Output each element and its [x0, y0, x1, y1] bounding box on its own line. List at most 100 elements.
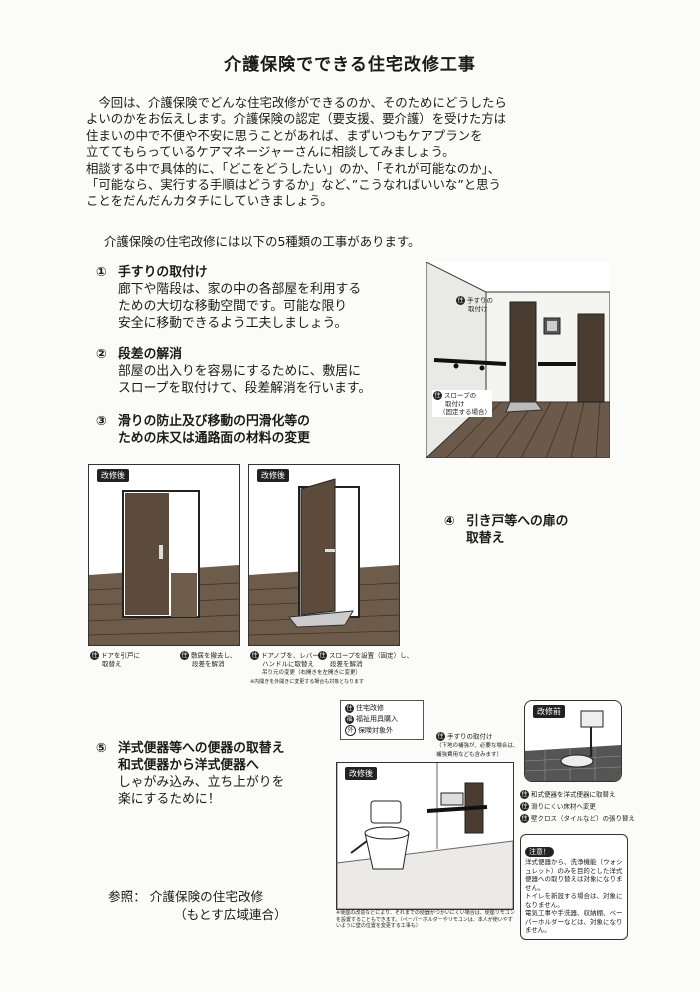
reference-source: 介護保険の住宅改修: [149, 889, 264, 904]
excluded-mark-icon: 外: [345, 725, 356, 736]
caption-lever-handle: 住ドアノブを、レバー ハンドルに取替え 吊り元の変更（右開きを左開きに変更） ※…: [250, 651, 364, 686]
door-panel-sliding: 改修後: [88, 464, 240, 646]
toilet-captions: 住和式便器を洋式便器に取替え 住滑りにくい床材へ変更 住壁クロス（タイルなど）の…: [520, 790, 635, 823]
item-toilet-replacement: ⑤ 洋式便器等への便器の取替え 和式便器から洋式便器へ しゃがみ込み、立ち上がりを…: [96, 740, 284, 808]
toilet-before-panel: 改修前: [524, 700, 622, 782]
item-title-line2: 取替え: [466, 531, 505, 546]
caption-text: 段差を解消: [330, 660, 363, 668]
caution-line: 電気工事や手洗器、収納棚、ペーパーホルダーなどは、対象になりません。: [525, 909, 623, 934]
caption-text: 壁クロス（タイルなど）の張り替え: [531, 814, 635, 823]
caution-box: 注意！ 洋式便器から、洗浄機能（ウォシュレット）のみを目的とした洋式便器への取り…: [520, 834, 628, 940]
after-tag: 改修後: [97, 469, 129, 482]
caption-text: 吊り元の変更（右開きを左開きに変更）: [262, 670, 362, 676]
housing-mark-icon: 住: [180, 651, 189, 660]
housing-mark-icon: 住: [436, 732, 445, 741]
intro-line: よいのかをお伝えします。介護保険の認定（要支援、要介護）を受けた方は: [86, 111, 507, 127]
after-tag: 改修後: [345, 767, 377, 780]
item-title-line2: ための床又は通路面の材料の変更: [118, 431, 310, 446]
item-body-line: スロープを取付けて、段差解消を行います。: [118, 381, 372, 396]
item-number: ⑤: [96, 741, 107, 756]
item-title: 滑りの防止及び移動の円滑化等の: [118, 414, 310, 429]
caution-line: 洋式便器から、洗浄機能（ウォシュレット）のみを目的とした洋式便器への取り替えは対…: [525, 858, 623, 892]
item-door-replacement: ④ 引き戸等への扉の 取替え: [444, 513, 568, 547]
toilet-legend: 住住宅改修 福福祉用具購入 外保険対象外: [340, 700, 424, 740]
item-body-line: 部屋の出入りを容易にするために、敷居に: [118, 364, 361, 379]
item-body-line: 廊下や階段は、家の中の各部屋を利用する: [118, 282, 362, 297]
door-panel-lever: 改修後: [248, 464, 400, 646]
after-tag: 改修後: [257, 469, 289, 482]
hallway-illustration: 住手すりの 取付け 住スロープの 取付け （固定する場合）: [426, 262, 610, 458]
item-number: ②: [96, 347, 107, 362]
callout-text: 取付け: [445, 400, 465, 408]
caption-text: 滑りにくい床材へ変更: [531, 802, 596, 811]
caption-text: 敷居を撤去し、: [191, 651, 237, 660]
welfare-mark-icon: 福: [345, 714, 354, 724]
item-title: 引き戸等への扉の: [466, 514, 569, 529]
callout-text: 手すりの: [467, 296, 493, 305]
item-floor-material: ③ 滑りの防止及び移動の円滑化等の ための床又は通路面の材料の変更: [96, 413, 310, 447]
reference-org: （もとす広域連合）: [174, 907, 287, 922]
caption-text: ドアを引戸に: [101, 651, 140, 660]
intro-line: ことをだんだんカタチにしていきましょう。: [86, 193, 333, 209]
intro-line: 「可能なら、実行する手順はどうするか」など、”こうなればいいな”と思う: [86, 177, 501, 193]
intro-line: 住まいの中で不便や不安に思うことがあれば、まずいつもケアプランを: [86, 127, 483, 143]
legend-text: 保険対象外: [358, 726, 393, 735]
housing-mark-icon: 住: [345, 703, 354, 713]
sliding-door-drawing: [89, 490, 239, 645]
item-number: ③: [96, 414, 107, 429]
caption-text: スロープを設置（固定）し、: [329, 651, 414, 660]
caption-text: 和式便器を洋式便器に取替え: [531, 790, 616, 799]
caption-slope: 住スロープを設置（固定）し、 段差を解消: [318, 651, 413, 668]
item-handrail: ① 手すりの取付け 廊下や階段は、家の中の各部屋を利用する ための大切な移動空間で…: [96, 264, 361, 332]
callout-text: （下地の補強が、必要な場合は、: [436, 743, 519, 749]
housing-mark-icon: 住: [520, 814, 529, 823]
callout-text: 取付け: [468, 305, 488, 313]
japanese-toilet-drawing: [525, 710, 621, 781]
callout-text: 手すりの取付け: [447, 732, 493, 741]
item-number: ①: [96, 265, 107, 280]
caution-title: 注意！: [525, 847, 554, 857]
housing-mark-icon: 住: [456, 296, 465, 305]
item-body-line: 楽にするために！: [118, 792, 221, 807]
slope-callout: 住スロープの 取付け （固定する場合）: [432, 390, 492, 417]
western-toilet-drawing: [337, 763, 513, 909]
caption-text: 段差を解消: [192, 660, 225, 668]
item-number: ④: [444, 514, 455, 529]
housing-mark-icon: 住: [520, 802, 529, 811]
reference: 参照： 介護保険の住宅改修 （もとす広域連合）: [108, 888, 287, 924]
item-body-line: ための大切な移動空間です。可能な限り: [118, 299, 348, 314]
legend-text: 福祉用具購入: [356, 715, 398, 723]
caption-note: ※内開きを外開きに変更する場合も対象となります: [250, 679, 365, 685]
toilet-handrail-callout: 住手すりの取付け （下地の補強が、必要な場合は、 補強費用なども含みます）: [436, 732, 526, 759]
item-title-line2: 和式便器から洋式便器へ: [118, 758, 259, 773]
housing-mark-icon: 住: [318, 651, 327, 660]
handrail-callout: 住手すりの 取付け: [456, 296, 493, 313]
housing-mark-icon: 住: [250, 651, 259, 660]
housing-mark-icon: 住: [433, 391, 442, 400]
page-title: 介護保険でできる住宅改修工事: [224, 55, 476, 75]
housing-mark-icon: 住: [90, 651, 99, 660]
caption-threshold: 住敷居を撤去し、 段差を解消: [180, 651, 237, 668]
callout-text: スロープの: [444, 391, 477, 400]
reference-label: 参照：: [108, 889, 146, 904]
caption-text: ハンドルに取替え: [262, 660, 314, 668]
toilet-footnote: ※便座の改造などにより、それまでの便器がつかいにくい場合は、便座リモコンを設置す…: [336, 910, 515, 929]
lead-text: 介護保険の住宅改修には以下の5種類の工事があります。: [104, 234, 421, 249]
lever-door-drawing: [249, 478, 399, 645]
caption-text: 取替え: [102, 660, 122, 668]
item-body-line: しゃがみ込み、立ち上がりを: [118, 775, 285, 790]
callout-text: （固定する場合）: [439, 408, 491, 416]
caution-line: トイレを新設する場合は、対象になりません。: [525, 892, 623, 909]
item-title: 手すりの取付け: [118, 265, 208, 280]
hallway-drawing: [426, 262, 610, 458]
intro-paragraph: 今回は、介護保険でどんな住宅改修ができるのか、そのためにどうしたら よいのかをお…: [86, 95, 586, 210]
callout-text: 補強費用なども含みます）: [436, 752, 503, 758]
intro-line: 立ててもらっているケアマネージャーさんに相談してみましょう。: [86, 144, 455, 160]
housing-mark-icon: 住: [520, 790, 529, 799]
caption-sliding-door: 住ドアを引戸に 取替え: [90, 651, 140, 668]
intro-line: 今回は、介護保険でどんな住宅改修ができるのか、そのためにどうしたら: [86, 95, 507, 110]
legend-text: 住宅改修: [356, 704, 384, 712]
item-title: 洋式便器等への便器の取替え: [118, 741, 285, 756]
toilet-after-panel: 改修後: [336, 762, 514, 910]
